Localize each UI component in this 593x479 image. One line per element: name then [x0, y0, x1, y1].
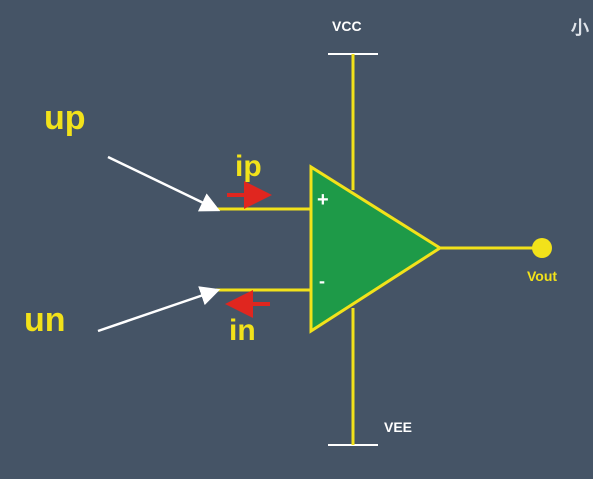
up-label: up: [44, 99, 86, 137]
un-label: un: [24, 301, 66, 339]
vee-label: VEE: [384, 419, 412, 435]
ip-label: ip: [235, 150, 262, 183]
watermark-text: 小: [571, 18, 589, 39]
minus-sign: -: [319, 271, 325, 291]
vcc-label: VCC: [332, 18, 362, 34]
opamp-triangle: [309, 164, 443, 334]
output-terminal-dot: [532, 238, 552, 258]
un-arrow: [97, 286, 221, 333]
plus-sign: +: [317, 189, 329, 211]
vout-label: Vout: [527, 268, 557, 284]
up-arrow: [107, 155, 221, 212]
in-label: in: [229, 314, 256, 347]
